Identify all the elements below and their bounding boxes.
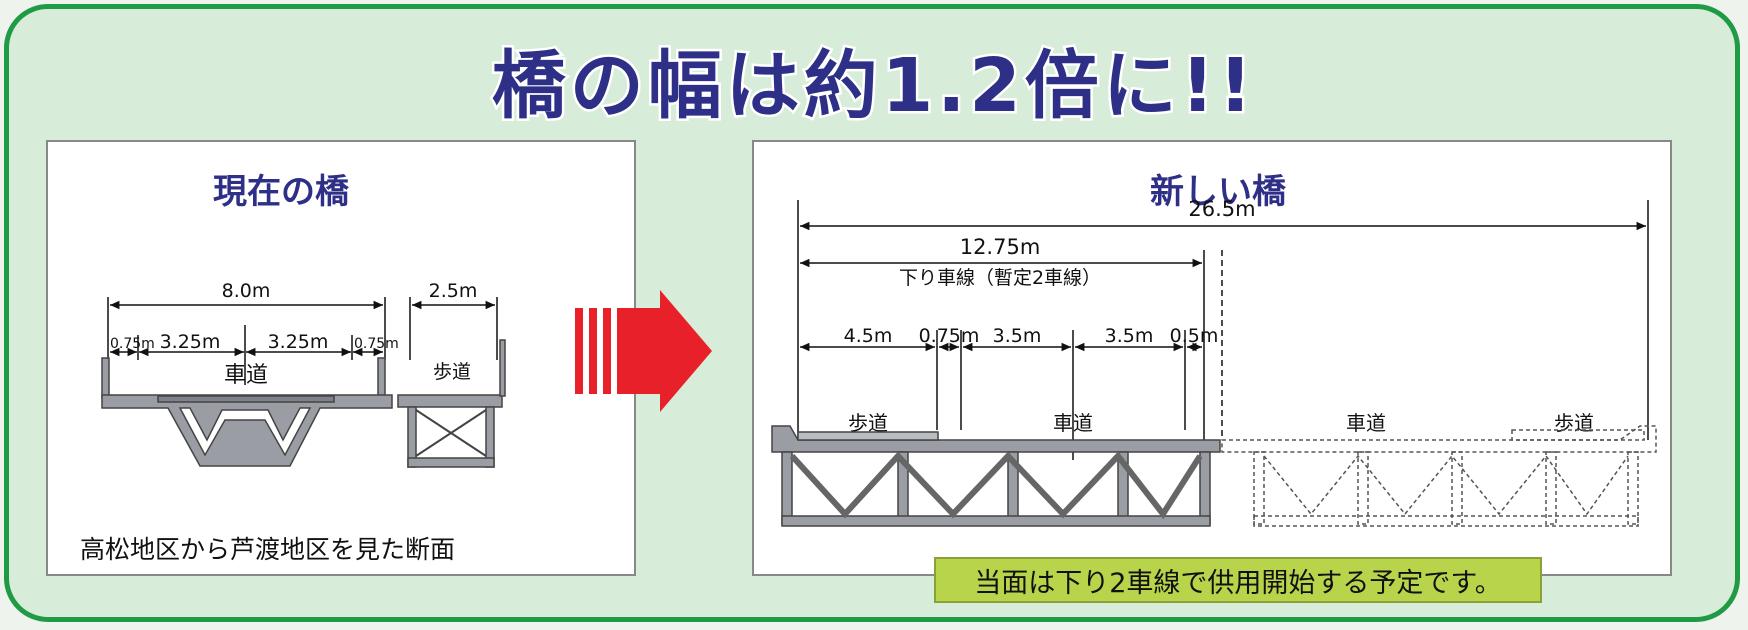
current-bridge-title: 現在の橋: [213, 172, 349, 212]
new-bridge-title: 新しい橋: [1150, 172, 1286, 212]
current-bridge-caption: 高松地区から芦渡地区を見た断面: [80, 535, 456, 564]
main-title: 橋の幅は約1.2倍に!!: [489, 41, 1257, 132]
current-bridge-panel: [46, 140, 636, 576]
note-banner: 当面は下り2車線で供用開始する予定です。: [934, 557, 1542, 603]
